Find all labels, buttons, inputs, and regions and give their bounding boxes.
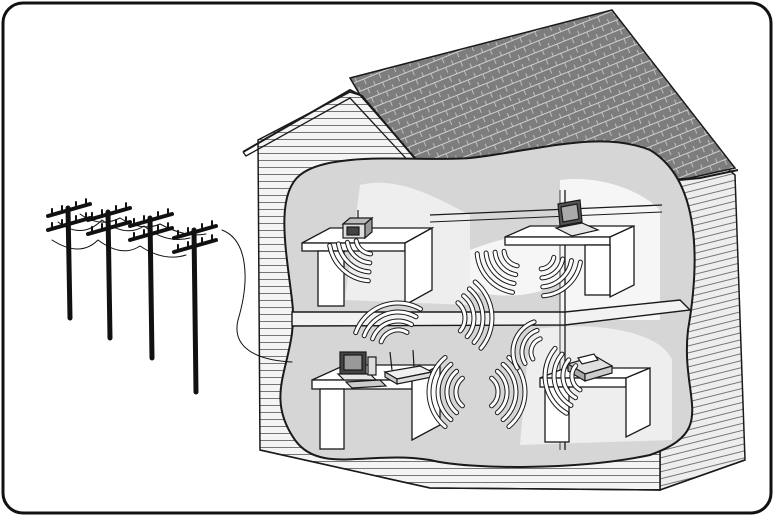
signal-arc xyxy=(473,280,494,350)
signal-arc xyxy=(543,346,568,415)
signal-arc xyxy=(561,358,577,400)
utility-pole xyxy=(86,202,132,341)
signal-arc xyxy=(371,319,413,341)
signal-arc xyxy=(540,257,565,280)
signal-arc xyxy=(467,287,485,344)
signal-arc xyxy=(475,252,514,294)
signal-arc xyxy=(484,251,516,285)
signal-arc xyxy=(354,239,373,256)
wireless-signal-icon xyxy=(327,238,583,429)
signal-arc xyxy=(436,362,453,422)
signal-arc xyxy=(456,301,467,333)
signal-arc xyxy=(337,242,371,274)
signal-arc xyxy=(539,255,556,271)
service-drop-wire xyxy=(221,229,293,363)
signal-arc xyxy=(490,376,500,408)
signal-arc xyxy=(501,362,518,422)
laptop-icon xyxy=(554,199,600,237)
fax-printer-icon xyxy=(566,353,614,383)
signal-arc xyxy=(354,301,422,335)
signal-arc xyxy=(552,352,573,407)
signal-arc xyxy=(445,369,459,415)
signal-arc xyxy=(493,250,518,277)
signal-arc xyxy=(454,376,464,408)
utility-pole xyxy=(46,198,92,321)
roof-eave xyxy=(242,88,739,204)
signal-arc xyxy=(511,320,536,370)
signal-arc xyxy=(462,294,476,339)
signal-arc xyxy=(345,240,372,265)
signal-arc xyxy=(495,369,509,415)
utility-poles-icon xyxy=(46,198,293,395)
signal-arc xyxy=(541,259,573,289)
signal-arc xyxy=(542,260,582,298)
signal-arc xyxy=(328,244,370,283)
signal-arc xyxy=(502,249,519,268)
signal-arc xyxy=(529,337,542,361)
signal-arc xyxy=(520,328,539,365)
house-foundation xyxy=(259,449,746,491)
signal-arc xyxy=(379,328,409,344)
signal-arc xyxy=(427,356,447,428)
utility-pole xyxy=(172,220,218,395)
radio-device-icon xyxy=(341,210,374,240)
desktop-computer-icon xyxy=(336,351,388,389)
signal-arc xyxy=(570,364,582,392)
signal-arc xyxy=(362,310,418,338)
